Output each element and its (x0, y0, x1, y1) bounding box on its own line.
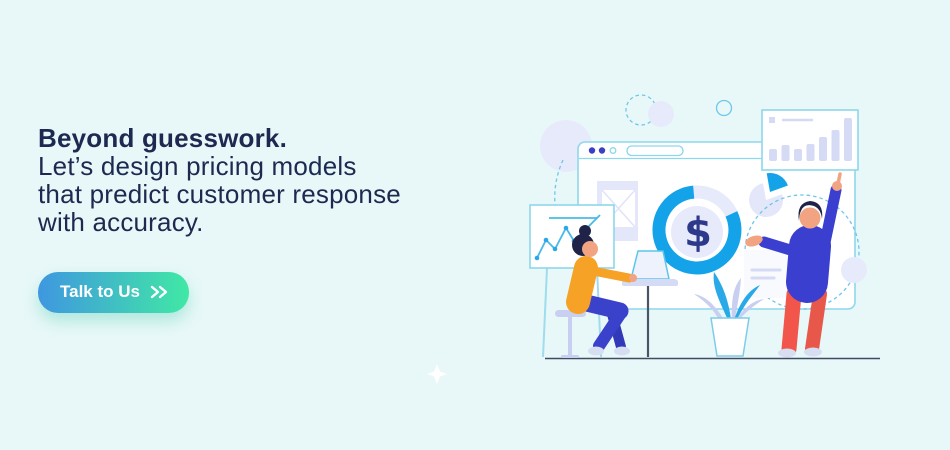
headline: Beyond guesswork. Let’s design pricing m… (38, 124, 401, 236)
woman-hand (629, 274, 637, 282)
man-open-palm (745, 235, 763, 247)
laptop (628, 250, 676, 284)
window-dot-1 (588, 147, 596, 154)
sparkle-icon (427, 364, 447, 384)
lavender-circle-top (648, 101, 674, 127)
bar-chart-card (761, 109, 859, 171)
outline-circle-top (715, 99, 733, 117)
lavender-circle-right (841, 257, 867, 283)
headline-bold-line: Beyond guesswork. (38, 123, 288, 153)
pie-chart (749, 173, 788, 218)
bars (769, 118, 852, 161)
talk-to-us-label: Talk to Us (60, 282, 140, 301)
pie-slice (766, 173, 788, 192)
window-dot-3 (609, 147, 617, 154)
window-dot-2 (598, 147, 606, 154)
pointing-finger (836, 172, 842, 186)
url-bar (626, 145, 684, 157)
headline-line-3: with accuracy. (38, 207, 204, 237)
legend-swatch (769, 117, 775, 123)
man-hair (798, 201, 823, 221)
headline-line-1: Let’s design pricing models (38, 151, 357, 181)
line-chart-card (529, 204, 615, 358)
talk-to-us-button[interactable]: Talk to Us (38, 272, 189, 313)
man-face (799, 207, 821, 229)
image-card (597, 181, 638, 241)
dollar-sign: $ (684, 210, 712, 256)
woman-face (582, 241, 598, 257)
woman-hair-bun (579, 225, 591, 237)
plant (694, 272, 764, 357)
stool (555, 310, 586, 358)
donut-chart: $ (652, 185, 742, 275)
double-chevron-right-icon (150, 285, 168, 299)
man-illustration (745, 172, 842, 358)
plant-pot (710, 317, 750, 357)
woman-illustration (566, 225, 637, 356)
note-card (744, 250, 790, 298)
headline-line-2: that predict customer response (38, 179, 401, 209)
